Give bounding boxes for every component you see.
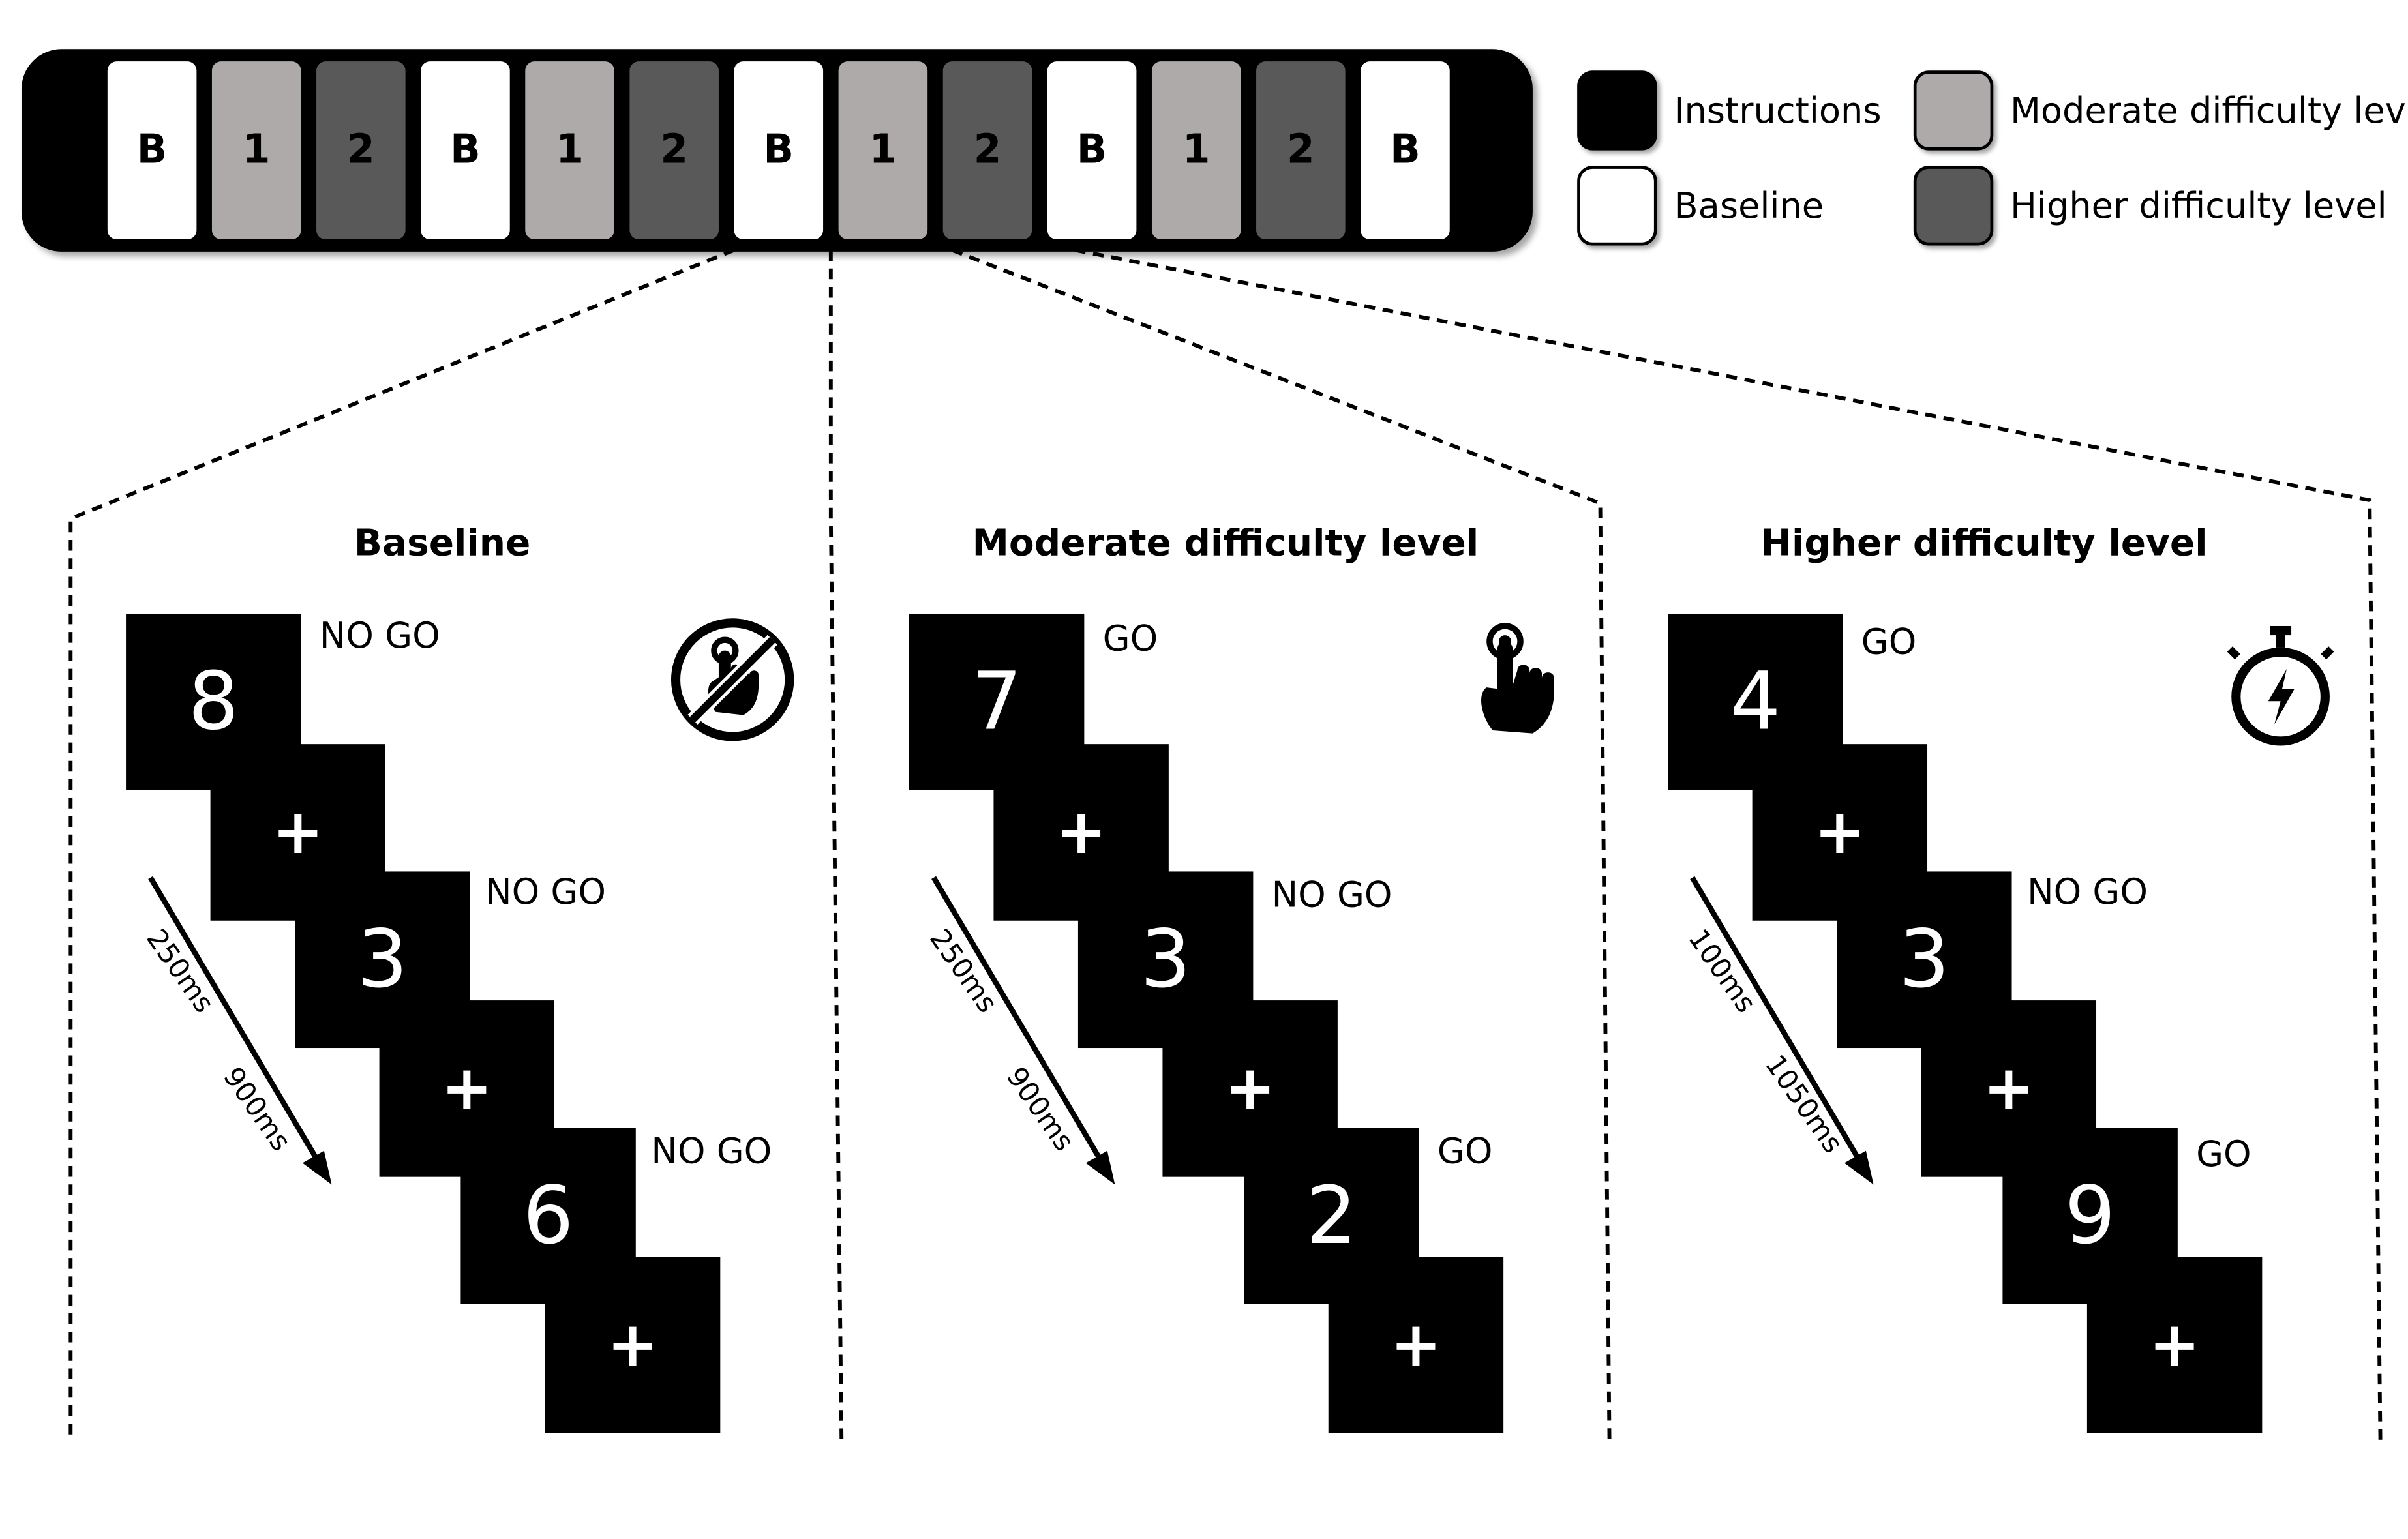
block-higher: 2 [629, 61, 719, 240]
fixation-cross: + [2086, 1257, 2263, 1433]
legend-label-moderate: Moderate difficulty lev [2010, 92, 2406, 132]
block-baseline: B [734, 61, 824, 240]
fixation-cross: + [545, 1257, 721, 1433]
block-baseline: B [107, 61, 197, 240]
time-arrow [931, 876, 1115, 1185]
response-label: GO [1437, 1132, 1493, 1173]
panel-divider-1 [828, 250, 844, 1442]
legend-label-instructions: Instructions [1674, 92, 1882, 132]
no-touch-icon [670, 618, 794, 741]
higher-panel-border [1074, 248, 2383, 1442]
legend-swatch-higher [1913, 166, 1994, 246]
response-label: NO GO [1271, 876, 1392, 916]
response-label: GO [1102, 620, 1158, 660]
block-higher: 2 [1256, 61, 1346, 240]
stimulus-digit: 2 [1244, 1128, 1419, 1304]
response-label: NO GO [319, 616, 440, 657]
fixation-cross: + [1328, 1257, 1504, 1433]
response-label: GO [2196, 1135, 2251, 1176]
legend-swatch-moderate [1913, 70, 1994, 151]
response-label: NO GO [2027, 873, 2148, 913]
response-label: NO GO [651, 1132, 772, 1173]
block-moderate: 1 [838, 61, 928, 240]
block-higher: 2 [942, 61, 1032, 240]
legend-label-baseline: Baseline [1674, 187, 1824, 228]
time-arrow [1690, 876, 1874, 1185]
legend-swatch-instructions [1577, 70, 1657, 151]
block-baseline: B [1361, 61, 1450, 240]
fixation-cross: + [1921, 1000, 2097, 1177]
response-label: NO GO [485, 873, 607, 913]
panel-title: Baseline [354, 521, 531, 565]
tap-icon [1481, 623, 1554, 734]
stimulus-digit: 4 [1668, 614, 1843, 790]
time-arrow [148, 876, 332, 1185]
legend-label-higher: Higher difficulty level [2010, 187, 2387, 228]
block-baseline: B [421, 61, 510, 240]
panel-title: Higher difficulty level [1760, 521, 2208, 565]
legend-swatch-baseline [1577, 166, 1657, 246]
response-label: GO [1861, 623, 1917, 663]
block-moderate: 1 [525, 61, 614, 240]
block-higher: 2 [316, 61, 406, 240]
block-baseline: B [1047, 61, 1137, 240]
stopwatch-icon [2227, 625, 2334, 746]
panel-title: Moderate difficulty level [972, 521, 1479, 565]
block-timeline: B 1 2 B 1 2 B 1 2 B 1 2 B [21, 49, 1533, 252]
baseline-panel-border [68, 248, 735, 1442]
block-moderate: 1 [1151, 61, 1241, 240]
block-moderate: 1 [211, 61, 301, 240]
